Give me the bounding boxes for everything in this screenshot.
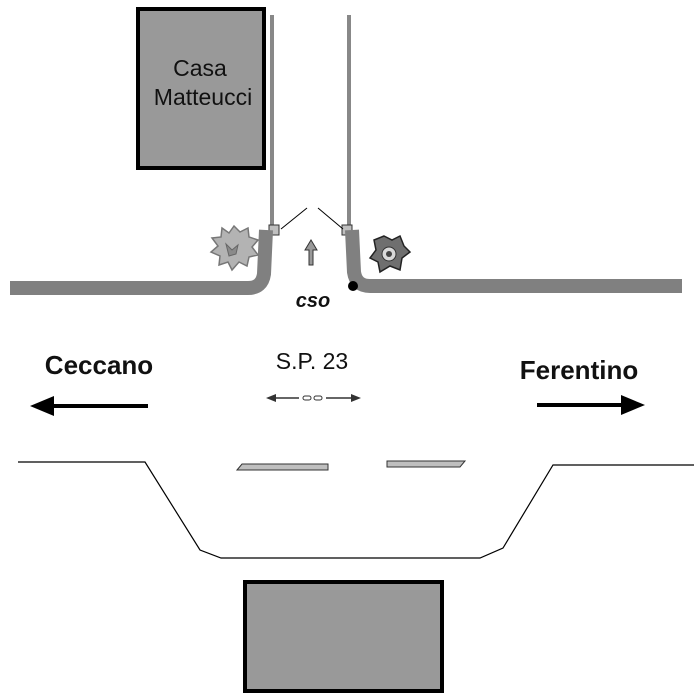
road-edge-right: [345, 229, 682, 293]
bush-icon: [209, 224, 260, 272]
road-label: S.P. 23: [276, 348, 348, 374]
lower-building: [243, 580, 444, 693]
road-edge-left: [10, 229, 273, 295]
dot-icon: [348, 281, 358, 291]
building-label-line1: Casa: [173, 55, 227, 81]
two-way-arrow-icon: [266, 394, 361, 402]
gate-post-left: [268, 224, 280, 236]
arrow-left-icon: [30, 396, 148, 416]
casa-matteucci-building: Casa Matteucci: [136, 7, 266, 170]
destination-left-label: Ceccano: [45, 350, 153, 380]
median-strip-right: [386, 460, 467, 468]
cso-label: cso: [296, 290, 330, 312]
arrow-up-icon: [304, 239, 318, 266]
building-label-line2: Matteucci: [154, 84, 252, 110]
destination-right-label: Ferentino: [520, 355, 638, 385]
median-strip-left: [235, 463, 329, 471]
building-rect: [136, 7, 266, 170]
arrow-right-icon: [537, 395, 645, 415]
gate-leaf-left: [280, 207, 308, 230]
far-road-edge: [18, 461, 694, 559]
flower-bush-icon: [368, 234, 412, 274]
gate-leaf-right: [317, 207, 344, 230]
